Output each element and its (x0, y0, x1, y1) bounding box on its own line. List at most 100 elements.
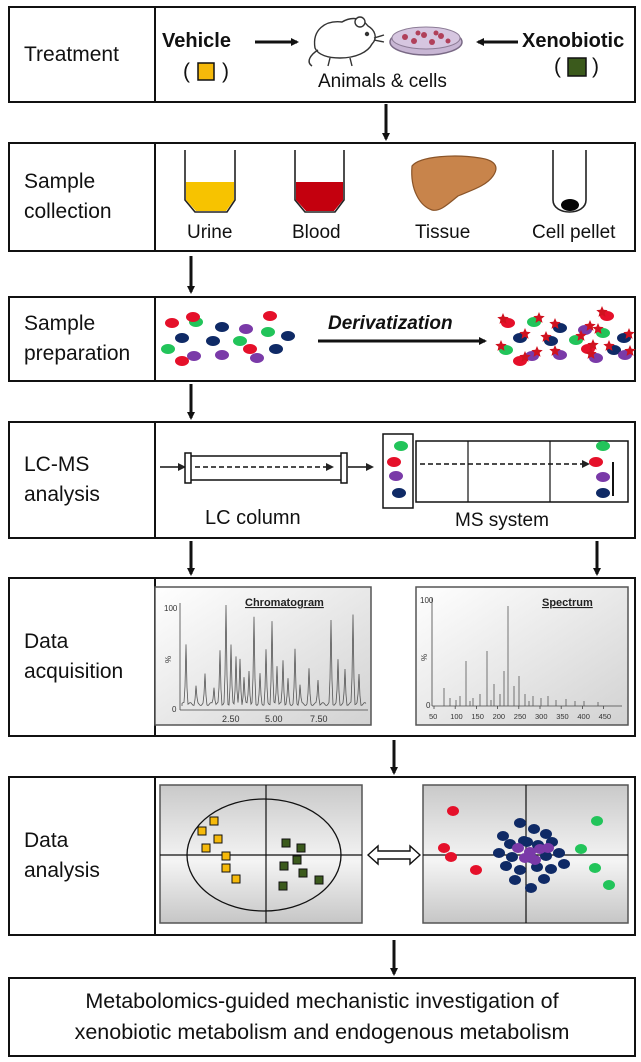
vehicle-point (221, 851, 231, 861)
vehicle-square (197, 62, 215, 81)
loading-point-blue (509, 875, 521, 885)
sample-collection-label: Sample collection (10, 144, 156, 250)
spectrum-x-tick-label: 50 (429, 712, 437, 721)
xenobiotic-point (292, 855, 302, 865)
pca-loadings-plot (422, 784, 629, 924)
derivatization-tag-star (623, 328, 635, 339)
metabolite-dot (250, 353, 264, 363)
loading-point-blue (514, 865, 526, 875)
xenobiotic-square (567, 57, 587, 77)
spectrum-x-tick-label: 250 (514, 712, 527, 721)
sample-preparation-step: Sample preparation (8, 296, 636, 382)
loading-point-red (447, 806, 459, 816)
loading-point-green (575, 844, 587, 854)
chromatogram-y-min: 0 (172, 705, 177, 714)
sample-collection-step: Sample collection (8, 142, 636, 252)
urine-label: Urine (187, 222, 233, 243)
lc-column-icon (184, 452, 348, 484)
vehicle-label: Vehicle (162, 30, 231, 52)
vehicle-point (197, 826, 207, 836)
treatment-label-text: Treatment (24, 42, 119, 66)
loading-point-green (603, 880, 615, 890)
chromatogram-title: Chromatogram (245, 597, 324, 609)
xenobiotic-point (281, 838, 291, 848)
loading-point-blue (514, 818, 526, 828)
cell-pellet-tube-icon (552, 150, 587, 213)
spectrum-y-max: 100 (420, 596, 434, 605)
loading-point-blue (540, 829, 552, 839)
vehicle-point (201, 843, 211, 853)
loading-point-blue (506, 852, 518, 862)
derivatization-tag-star (540, 331, 552, 342)
metabolite-dot (281, 331, 295, 341)
double-arrow-icon (366, 844, 422, 866)
spectrum-x-tick-label: 150 (471, 712, 484, 721)
underivatized-metabolites (161, 311, 295, 366)
chromatogram-trace (181, 604, 367, 707)
cell-pellet-label: Cell pellet (532, 222, 616, 243)
ms-system-icon (382, 433, 629, 509)
metabolite-dot (261, 327, 275, 337)
derivatization-label: Derivatization (328, 313, 453, 334)
loading-point-blue (545, 864, 557, 874)
loadings-points (438, 806, 615, 893)
sample-collection-label-line1: Sample (24, 170, 96, 193)
loading-point-blue (553, 848, 565, 858)
chromatogram-y-unit: % (164, 656, 173, 663)
lc-column-label: LC column (205, 507, 301, 529)
metabolite-dot (243, 344, 257, 354)
lcms-label-line1: LC-MS (24, 453, 90, 476)
chromatogram-panel: Chromatogram 100 % 0 2.50 5.00 7.50 (154, 586, 372, 726)
derivatization-tag-star (497, 313, 509, 324)
chromatogram-x-tick-2: 5.00 (265, 714, 283, 724)
xenobiotic-paren-open: ( (554, 55, 561, 78)
metabolite-dot (269, 344, 283, 354)
loading-point-green (589, 863, 601, 873)
vehicle-group-points (197, 816, 241, 884)
petri-dish-icon (389, 26, 463, 56)
data-analysis-label-line2: analysis (24, 859, 100, 882)
spectrum-x-tick-label: 450 (599, 712, 612, 721)
vehicle-point (209, 816, 219, 826)
spectrum-y-unit: % (420, 654, 429, 661)
metabolite-dot (165, 318, 179, 328)
loading-point-purple (519, 853, 531, 863)
loading-point-blue (528, 824, 540, 834)
derivatization-tag-star (584, 320, 596, 331)
chromatogram-y-max: 100 (164, 604, 178, 613)
xenobiotic-point (279, 861, 289, 871)
lcms-label-line2: analysis (24, 483, 100, 506)
metabolite-dot (175, 333, 189, 343)
xenobiotic-label: Xenobiotic (522, 30, 625, 52)
xenobiotic-point (278, 881, 288, 891)
derivatization-tag-star (624, 345, 636, 356)
sample-preparation-label-line2: preparation (24, 342, 131, 365)
animals-cells-label: Animals & cells (318, 71, 447, 92)
xenobiotic-paren-close: ) (592, 55, 599, 78)
loading-point-blue (500, 861, 512, 871)
spectrum-x-tick-label: 200 (493, 712, 506, 721)
tissue-label: Tissue (415, 222, 471, 243)
sample-collection-label-line2: collection (24, 200, 112, 223)
vehicle-point (231, 874, 241, 884)
ms-system-label: MS system (455, 510, 549, 531)
loading-point-green (591, 816, 603, 826)
metabolite-dot (206, 336, 220, 346)
conclusion-line1: Metabolomics-guided mechanistic investig… (85, 989, 559, 1013)
chromatogram-x-tick-1: 2.50 (222, 714, 240, 724)
xenobiotic-point (296, 843, 306, 853)
derivatization-tag-star (549, 318, 561, 329)
spectrum-peaks (443, 606, 599, 706)
blood-tube-icon (294, 150, 345, 213)
vehicle-paren-close: ) (222, 60, 229, 83)
metabolite-dot (161, 344, 175, 354)
mouse-icon (308, 16, 385, 67)
xenobiotic-group-points (278, 838, 324, 891)
derivatization-tag-star (519, 351, 531, 362)
treatment-label: Treatment (10, 8, 156, 101)
chromatogram-x-tick-3: 7.50 (310, 714, 328, 724)
spectrum-x-tick-label: 400 (577, 712, 590, 721)
